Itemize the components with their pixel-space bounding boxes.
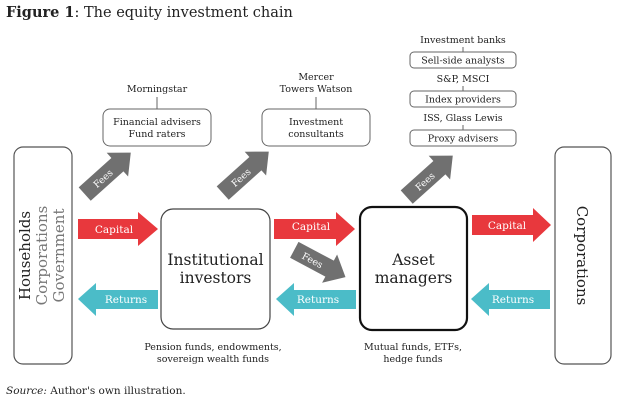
towers-watson-label: Towers Watson: [280, 84, 353, 95]
households-box: [13, 146, 73, 365]
figure-title: Figure 1: The equity investment chain: [6, 4, 293, 21]
source-text: Author's own illustration.: [46, 385, 186, 397]
fees-arrow-4: Fees: [290, 241, 346, 283]
institutional-investors-note1: Pension funds, endowments,: [144, 342, 281, 353]
fees-arrow-1: Fees: [78, 152, 131, 201]
fees-arrow-3: Fees: [400, 155, 453, 204]
morningstar-label: Morningstar: [127, 84, 188, 95]
asset-managers-line1: Asset: [391, 251, 435, 269]
sell-side-analysts-box: [409, 51, 517, 69]
source-label: Source:: [6, 385, 47, 397]
returns-label-1: Returns: [105, 294, 147, 306]
capital-arrow-1: [78, 212, 158, 246]
returns-arrow-2: [276, 283, 356, 316]
returns-label-2: Returns: [297, 294, 339, 306]
asset-managers-note1: Mutual funds, ETFs,: [364, 342, 462, 353]
sp-msci-label: S&P, MSCI: [437, 74, 490, 85]
iss-glass-lewis-label: ISS, Glass Lewis: [423, 113, 502, 124]
corporations-box: [554, 146, 612, 365]
asset-managers-line2: managers: [375, 269, 453, 287]
figure-caption: : The equity investment chain: [74, 5, 293, 21]
investment-banks-label: Investment banks: [420, 35, 506, 46]
returns-arrow-3: [471, 283, 550, 316]
corporations-source-label: Corporations: [33, 206, 51, 306]
returns-label-3: Returns: [492, 294, 534, 306]
institutional-investors-line1: Institutional: [167, 251, 263, 269]
investment-consultants-line2: consultants: [288, 129, 344, 140]
fund-raters-label: Fund raters: [129, 129, 186, 140]
fees-arrow-2: Fees: [216, 151, 269, 200]
fund-raters-box: [102, 108, 212, 147]
financial-advisers-label: Financial advisers: [113, 117, 201, 128]
index-providers-label: Index providers: [425, 95, 501, 106]
figure-number: Figure 1: [6, 4, 75, 21]
index-providers-box: [409, 90, 517, 108]
capital-arrow-3: [472, 208, 551, 242]
investment-consultants-box: [261, 108, 371, 147]
corporations-label: Corporations: [573, 206, 591, 306]
proxy-advisers-box: [409, 129, 517, 147]
households-label: Households: [16, 211, 34, 300]
mercer-label: Mercer: [298, 72, 334, 83]
sell-side-analysts-label: Sell-side analysts: [421, 56, 505, 67]
institutional-investors-box: [160, 208, 271, 330]
source-note: Source: Author's own illustration.: [6, 385, 186, 397]
asset-managers-box: [358, 205, 469, 332]
investment-consultants-line1: Investment: [289, 117, 343, 128]
institutional-investors-note2: sovereign wealth funds: [157, 354, 269, 365]
government-label: Government: [50, 209, 68, 303]
capital-arrow-2: [274, 212, 355, 246]
capital-label-1: Capital: [95, 224, 134, 236]
capital-label-3: Capital: [488, 220, 527, 232]
proxy-advisers-label: Proxy advisers: [428, 134, 499, 145]
capital-label-2: Capital: [292, 221, 331, 233]
institutional-investors-line2: investors: [180, 269, 252, 287]
asset-managers-note2: hedge funds: [383, 354, 442, 365]
returns-arrow-1: [78, 283, 158, 316]
